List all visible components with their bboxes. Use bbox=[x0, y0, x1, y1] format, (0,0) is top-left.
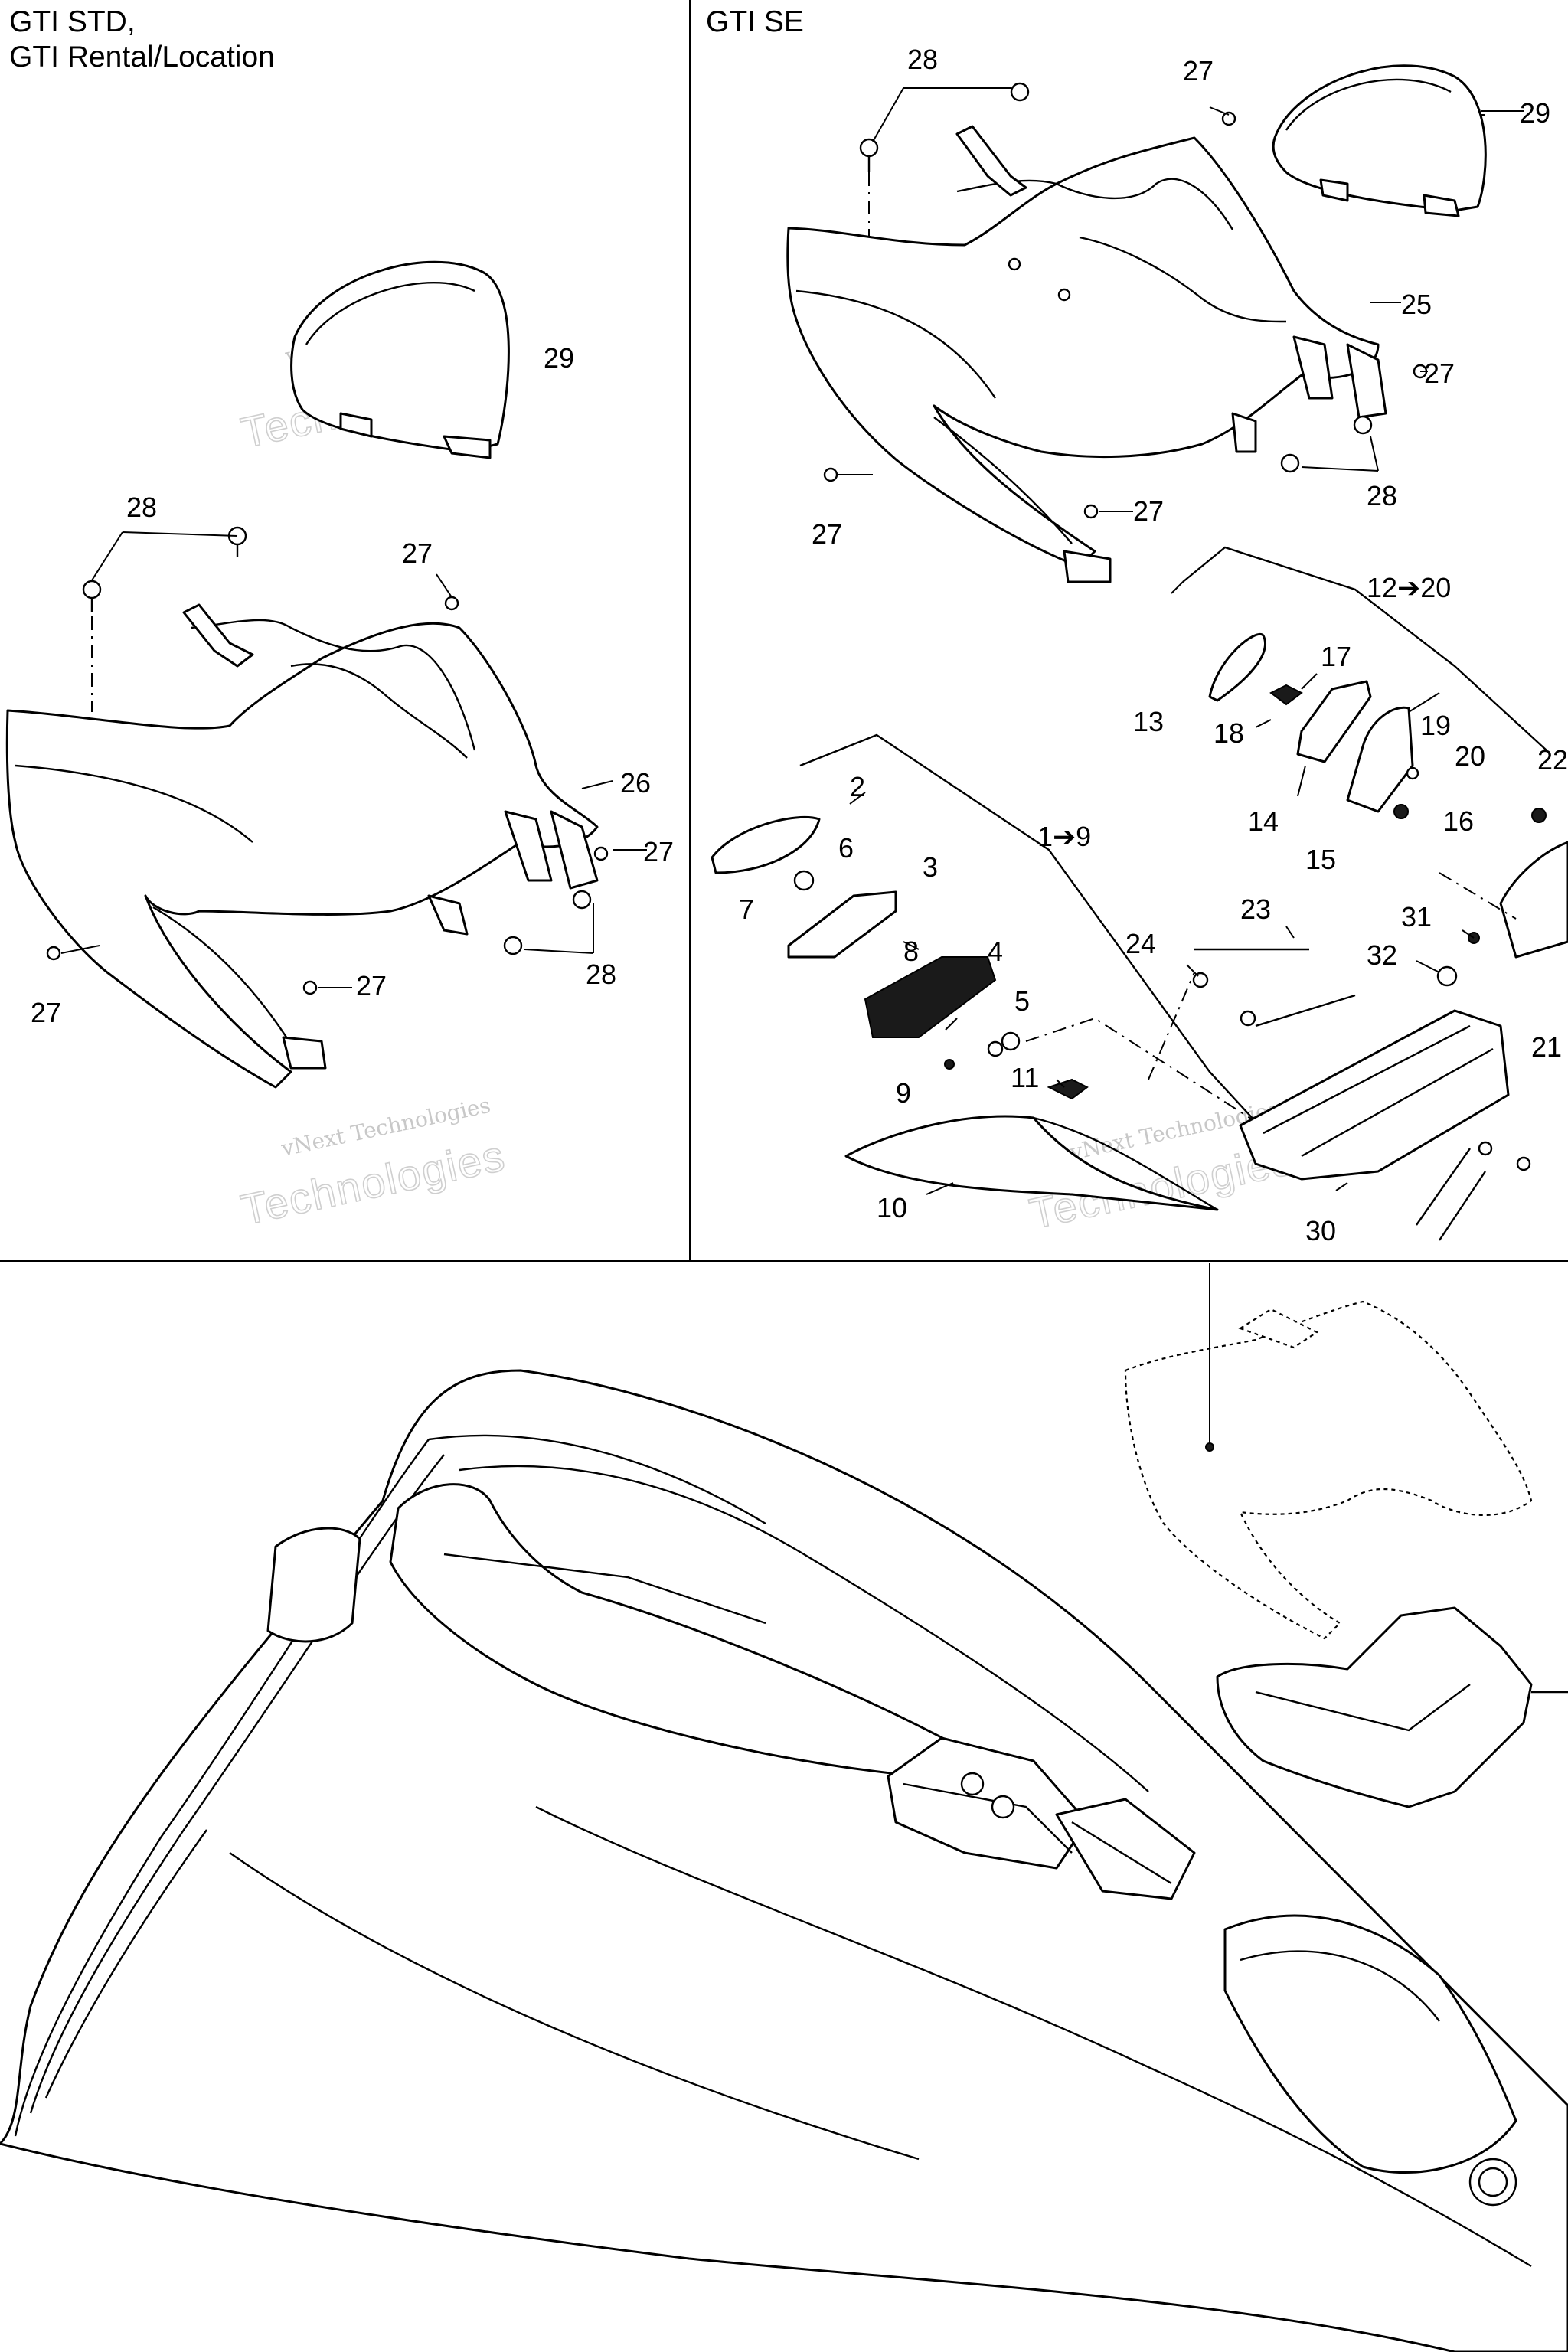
callout-2: 2 bbox=[850, 771, 865, 802]
callout-4: 4 bbox=[988, 936, 1003, 967]
callout-31: 31 bbox=[1401, 901, 1432, 933]
callout-27-right-side: 27 bbox=[1424, 358, 1455, 389]
callout-11: 11 bbox=[1011, 1062, 1039, 1093]
hardware-right bbox=[823, 82, 1428, 519]
callout-13: 13 bbox=[1133, 706, 1164, 737]
callout-20: 20 bbox=[1455, 740, 1485, 772]
callout-9: 9 bbox=[896, 1077, 911, 1109]
callout-6: 6 bbox=[838, 832, 854, 864]
callout-1-9: 1➔9 bbox=[1037, 821, 1091, 852]
callout-3: 3 bbox=[923, 851, 938, 883]
callout-14: 14 bbox=[1248, 805, 1279, 837]
callout-24: 24 bbox=[1125, 928, 1156, 959]
callout-32: 32 bbox=[1367, 939, 1397, 971]
left-panel-title: GTI STD, GTI Rental/Location bbox=[9, 5, 275, 74]
callout-16: 16 bbox=[1443, 805, 1474, 837]
seat-cushion-left bbox=[290, 260, 510, 459]
front-light-assembly bbox=[710, 733, 1302, 1211]
callout-27-right-front: 27 bbox=[1133, 495, 1164, 527]
callout-30: 30 bbox=[1305, 1215, 1336, 1246]
callout-19: 19 bbox=[1420, 710, 1451, 741]
support-assembly bbox=[1148, 841, 1568, 1241]
callout-7: 7 bbox=[739, 893, 754, 925]
callout-28-right-top: 28 bbox=[907, 44, 938, 75]
callout-15: 15 bbox=[1305, 844, 1336, 875]
callout-18: 18 bbox=[1214, 717, 1244, 749]
callout-27-left-top: 27 bbox=[402, 537, 433, 569]
callout-21: 21 bbox=[1531, 1031, 1562, 1063]
seat-cushion-right bbox=[1272, 64, 1487, 217]
hull-deck bbox=[0, 1263, 1568, 2352]
callout-25: 25 bbox=[1401, 289, 1432, 320]
leaders-left bbox=[60, 531, 647, 988]
callout-29-left: 29 bbox=[544, 342, 574, 374]
seat-base-left bbox=[5, 603, 599, 1089]
callout-17: 17 bbox=[1321, 641, 1351, 672]
callout-29-right: 29 bbox=[1520, 97, 1550, 129]
callout-8: 8 bbox=[903, 936, 919, 967]
callout-28-left: 28 bbox=[126, 492, 157, 523]
right-panel-title: GTI SE bbox=[706, 5, 804, 38]
callout-12-20: 12➔20 bbox=[1367, 572, 1451, 603]
callout-28-right-bottom: 28 bbox=[1367, 480, 1397, 511]
callout-23: 23 bbox=[1240, 893, 1271, 925]
hardware-left bbox=[46, 526, 609, 995]
callout-22: 22 bbox=[1537, 744, 1568, 776]
vertical-divider bbox=[689, 0, 691, 1260]
callout-26: 26 bbox=[620, 767, 651, 799]
callout-27-left-front: 27 bbox=[356, 970, 387, 1001]
callout-28-left-bottom: 28 bbox=[586, 959, 616, 990]
rear-light-assembly bbox=[1171, 546, 1547, 823]
seat-base-right bbox=[786, 125, 1387, 583]
callout-27-right-top: 27 bbox=[1183, 55, 1214, 87]
callout-27-left-right: 27 bbox=[643, 836, 674, 867]
callout-27-left-bottom: 27 bbox=[31, 997, 61, 1028]
watermark-mid-left-large: Technologies bbox=[237, 1131, 509, 1234]
callout-10: 10 bbox=[877, 1192, 907, 1223]
callout-5: 5 bbox=[1014, 985, 1030, 1017]
leaders-right bbox=[838, 87, 1524, 512]
callout-27-right-left: 27 bbox=[812, 518, 842, 550]
horizontal-divider bbox=[0, 1260, 1568, 1262]
